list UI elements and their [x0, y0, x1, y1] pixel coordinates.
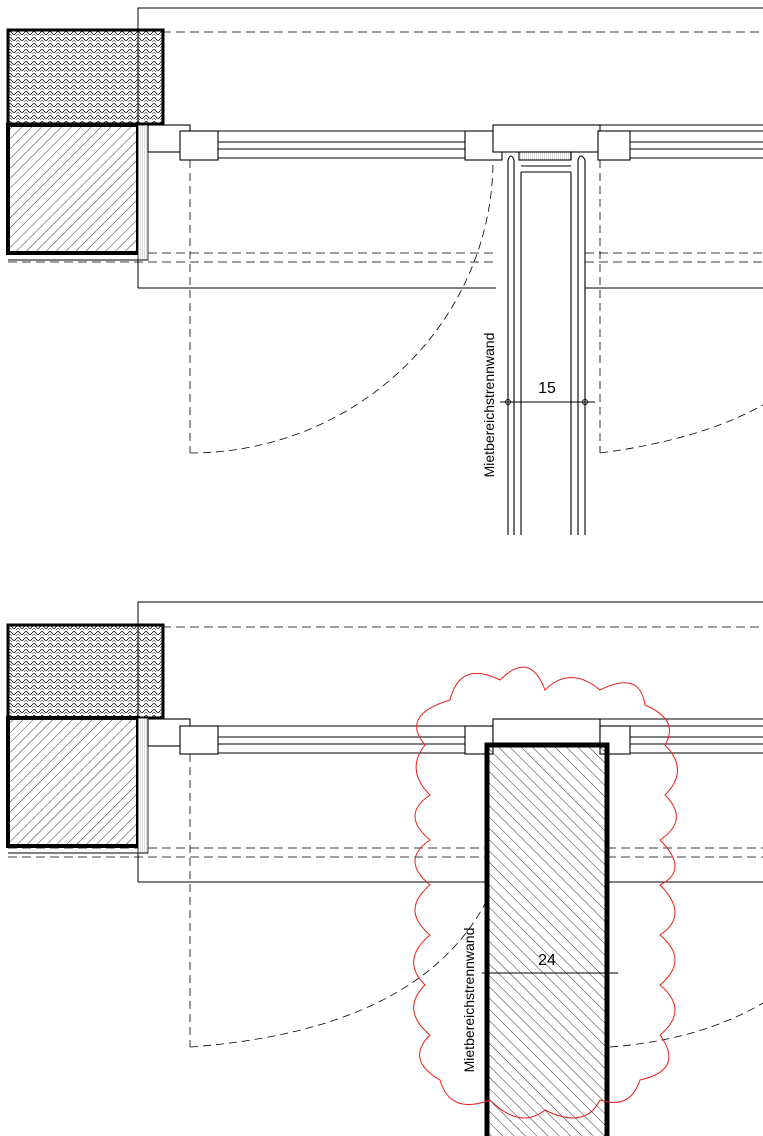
concrete-column-2	[6, 716, 140, 848]
dimension-label: 15	[538, 380, 556, 397]
dashed-lines-2	[8, 626, 763, 858]
door-swing-2	[189, 754, 763, 1048]
facade-window	[147, 124, 763, 161]
door-swing	[189, 159, 763, 454]
panel-bottom: 24 Mietbereichstrennwand	[6, 601, 763, 1136]
masonry-partition	[484, 742, 610, 1136]
insulation-block-2	[6, 623, 165, 720]
dimension-line	[500, 399, 595, 405]
column-plaster-2	[137, 717, 149, 854]
facade-window-2	[147, 718, 763, 755]
revision-cloud	[413, 666, 678, 1119]
wall-label: Mietbereichstrennwand	[481, 333, 497, 478]
column-plaster	[137, 124, 149, 261]
dimension-label-2: 24	[538, 952, 556, 969]
drywall-partition	[507, 155, 586, 535]
concrete-column	[6, 123, 140, 255]
insulation-block	[6, 28, 165, 126]
building-outline	[137, 7, 763, 289]
dashed-lines	[8, 31, 763, 263]
building-outline-2	[137, 601, 763, 883]
panel-top: 15 Mietbereichstrennwand	[6, 7, 763, 535]
wall-label-2: Mietbereichstrennwand	[461, 928, 477, 1073]
